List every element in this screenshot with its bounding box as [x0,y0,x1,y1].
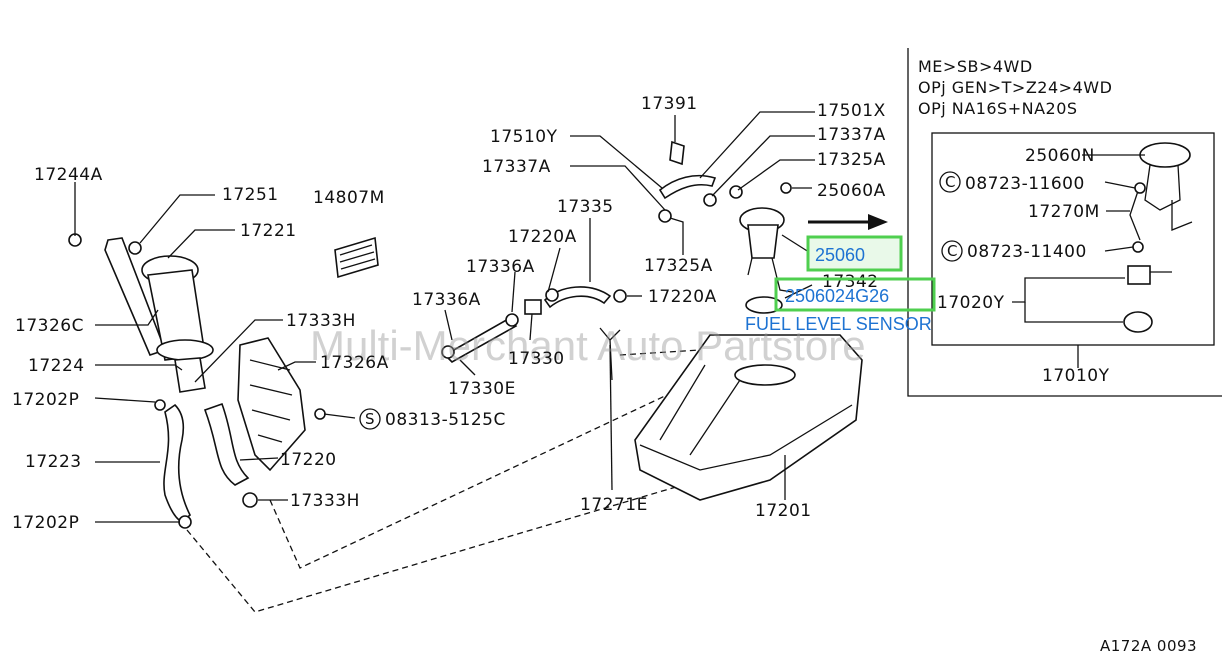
highlight-box-25060 [806,235,903,272]
label-17330: 17330 [508,349,565,369]
filler-neck-assembly [68,233,258,529]
fuel-tank-17201 [634,334,863,501]
s-circle-marker [359,408,381,430]
label-17337A-left: 17337A [482,157,551,177]
part-link-2506024G26[interactable]: 2506024G26 [785,286,889,306]
inset-note-3: OPj NA16S+NA20S [918,99,1078,118]
label-17330E: 17330E [448,379,516,399]
caution-label-14807M [334,236,379,279]
label-17251: 17251 [222,185,279,205]
label-17325A-left: 17325A [644,256,713,276]
inset-panel [907,48,1222,397]
highlight-25060[interactable]: 25060 [806,235,903,272]
label-17335: 17335 [557,197,614,217]
label-17333H-upper: 17333H [286,311,356,331]
label-17244A: 17244A [34,165,103,185]
label-17020Y: 17020Y [937,293,1005,313]
label-17224: 17224 [28,356,85,376]
label-17336A-upper: 17336A [466,257,535,277]
label-17391: 17391 [641,94,698,114]
label-17326A: 17326A [320,353,389,373]
fuel-level-sensor-label: FUEL LEVEL SENSOR [745,314,932,334]
inset-note-2: OPj GEN>T>Z24>4WD [918,78,1112,97]
label-17342: 17342 [822,272,879,292]
watermark-text: Multi-Merchant Auto Partstore [310,322,866,369]
label-17510Y: 17510Y [490,127,558,147]
c-marker-letter-2: C [947,242,958,260]
label-08313-5125C: 08313-5125C [385,410,506,430]
label-17325A-right: 17325A [817,150,886,170]
highlight-box-2506024G26 [774,277,936,312]
evap-hoses [441,286,627,381]
label-25060N: 25060N [1025,146,1095,166]
heat-shield-17326A [237,337,326,472]
inset-arrow [808,214,888,230]
label-17202P-upper: 17202P [12,390,79,410]
label-17337A-right: 17337A [817,125,886,145]
c-marker-letter-1: C [945,173,956,191]
leader-lines [74,111,1145,523]
label-25060A: 25060A [817,181,886,201]
label-17201: 17201 [755,501,812,521]
label-17221: 17221 [240,221,297,241]
label-17333H-lower: 17333H [290,491,360,511]
label-14807M: 14807M [313,188,385,208]
label-17220: 17220 [280,450,337,470]
diagram-reference-code: A172A 0093 [1100,637,1197,655]
label-17010Y: 17010Y [1042,366,1110,386]
label-17501X: 17501X [817,101,886,121]
label-17271E: 17271E [580,495,648,515]
s-marker-letter: S [365,410,375,428]
inset-note-1: ME>SB>4WD [918,57,1033,76]
label-08723-11600: 08723-11600 [965,174,1085,194]
part-link-25060[interactable]: 25060 [815,245,865,265]
label-17202P-lower: 17202P [12,513,79,533]
highlight-2506024G26[interactable]: 2506024G26 [774,277,936,312]
label-08723-11400: 08723-11400 [967,242,1087,262]
c-circle-marker-2 [941,240,963,262]
label-17336A-lower: 17336A [412,290,481,310]
label-17326C: 17326C [15,316,84,336]
c-circle-marker-1 [939,171,961,193]
label-17220A-upper: 17220A [508,227,577,247]
label-17220A-lower: 17220A [648,287,717,307]
label-17270M: 17270M [1028,202,1100,222]
label-17223: 17223 [25,452,82,472]
fuel-sender-unit [739,207,793,314]
